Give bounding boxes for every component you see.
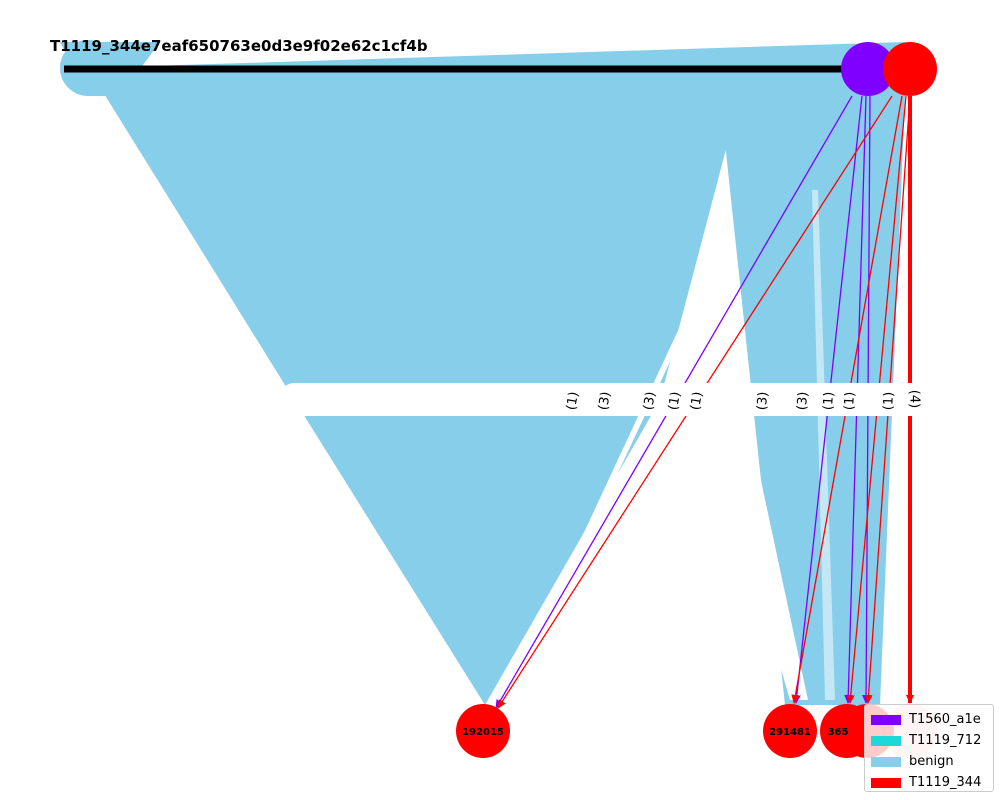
white-gap-2 xyxy=(700,322,808,700)
edge-label: (1) xyxy=(666,391,684,412)
edge-label: (3) xyxy=(795,391,812,411)
target-node-label: 291481 xyxy=(769,727,811,738)
benign-edge-fan xyxy=(60,42,905,705)
target-node-192015[interactable] xyxy=(456,704,510,758)
edge-label: (3) xyxy=(641,391,659,412)
source-node-red[interactable] xyxy=(883,42,937,96)
edge-label: (1) xyxy=(842,391,858,410)
legend-label: T1119_712 xyxy=(909,733,982,748)
white-gap-1 xyxy=(520,236,724,670)
edge-label: (1) xyxy=(881,392,897,411)
edge-label: (1) xyxy=(821,391,837,410)
legend-item-t1119-344: T1119_344 xyxy=(871,772,987,793)
legend-swatch-t1119-712 xyxy=(871,735,901,746)
legend-item-t1560: T1560_a1e xyxy=(871,709,987,730)
legend-swatch-t1560 xyxy=(871,714,901,725)
legend-swatch-t1119-344 xyxy=(871,777,901,788)
legend-label: T1560_a1e xyxy=(909,712,981,727)
edge-label: (3) xyxy=(755,391,772,411)
legend: T1560_a1e T1119_712 benign T1119_344 xyxy=(864,704,994,792)
graph-title: T1119_344e7eaf650763e0d3e9f02e62c1cf4b xyxy=(50,37,428,55)
target-node-291481[interactable] xyxy=(763,704,817,758)
edge-label-band xyxy=(280,383,930,416)
legend-item-benign: benign xyxy=(871,751,987,772)
legend-item-t1119-712: T1119_712 xyxy=(871,730,987,751)
edge-label: (3) xyxy=(596,391,614,412)
edge-labels: (1) (3) (3) (1) (1) (3) (3) (1) (1) (1) … xyxy=(564,390,921,412)
source-node-purple[interactable] xyxy=(841,42,895,96)
legend-swatch-benign xyxy=(871,756,901,767)
edge-label: (1) xyxy=(688,391,706,412)
legend-label: T1119_344 xyxy=(909,775,982,790)
target-node-label: 192015 xyxy=(462,727,504,738)
legend-label: benign xyxy=(909,754,954,769)
edge-label: (1) xyxy=(564,391,582,412)
edge-label: (4) xyxy=(907,390,922,408)
target-node-365[interactable] xyxy=(820,704,874,758)
benign-edge-band-main xyxy=(88,42,905,705)
target-node-label: 365 xyxy=(828,727,849,738)
